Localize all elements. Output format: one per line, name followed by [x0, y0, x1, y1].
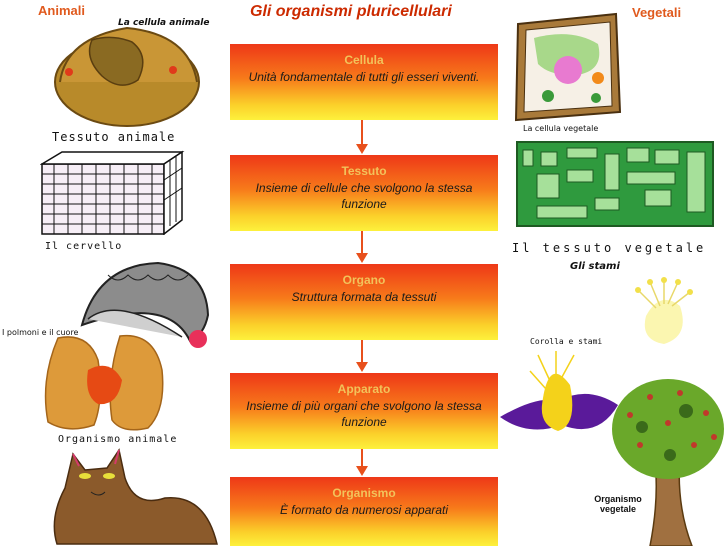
box-organismo: Organismo È formato da numerosi apparati: [230, 477, 498, 546]
plant-tissue-drawing: [516, 141, 714, 227]
box-text: È formato da numerosi apparati: [279, 503, 449, 517]
label-animal-cell: La cellula animale: [118, 18, 210, 28]
plant-cell-drawing: [514, 12, 622, 122]
label-stamens: Gli stami: [570, 261, 620, 272]
corolla-drawing: [500, 351, 618, 431]
tree-drawing: [612, 379, 724, 546]
page-title: Gli organismi pluricellulari: [250, 3, 452, 20]
box-heading: Organismo: [332, 486, 396, 500]
box-heading: Tessuto: [341, 164, 387, 178]
label-lungs: I polmoni e il cuore: [2, 328, 79, 337]
box-heading: Cellula: [344, 53, 384, 67]
down-arrow-icon: [356, 231, 368, 263]
down-arrow-icon: [356, 120, 368, 154]
box-text: Struttura formata da tessuti: [291, 290, 437, 304]
animal-tissue-drawing: [40, 150, 185, 235]
label-plant-tissue: Il tessuto vegetale: [512, 241, 707, 255]
cat-drawing: [53, 448, 218, 545]
box-heading: Organo: [342, 273, 386, 287]
down-arrow-icon: [356, 340, 368, 372]
label-plant-organism: Organismo vegetale: [586, 494, 650, 514]
box-tessuto: Tessuto Insieme di cellule che svolgono …: [230, 155, 498, 231]
stamens-drawing: [635, 277, 693, 344]
box-text: Insieme di cellule che svolgono la stess…: [255, 181, 473, 211]
animals-tag: Animali: [38, 3, 85, 18]
plants-tag: Vegetali: [632, 5, 682, 20]
box-organo: Organo Struttura formata da tessuti: [230, 264, 498, 340]
box-text: Unità fondamentale di tutti gli esseri v…: [248, 70, 480, 84]
box-text: Insieme di più organi che svolgono la st…: [246, 399, 482, 429]
label-plant-cell: La cellula vegetale: [523, 124, 599, 133]
label-animal-organism: Organismo animale: [58, 434, 178, 445]
box-apparato: Apparato Insieme di più organi che svolg…: [230, 373, 498, 449]
lungs-heart-drawing: [44, 334, 164, 431]
brain-drawing: [80, 261, 210, 348]
label-corolla: Corolla e stami: [530, 337, 603, 346]
box-cellula: Cellula Unità fondamentale di tutti gli …: [230, 44, 498, 120]
box-heading: Apparato: [337, 382, 391, 396]
label-animal-tissue: Tessuto animale: [52, 130, 176, 144]
animal-cell-drawing: [54, 26, 200, 127]
down-arrow-icon: [356, 449, 368, 476]
label-brain: Il cervello: [45, 241, 123, 252]
